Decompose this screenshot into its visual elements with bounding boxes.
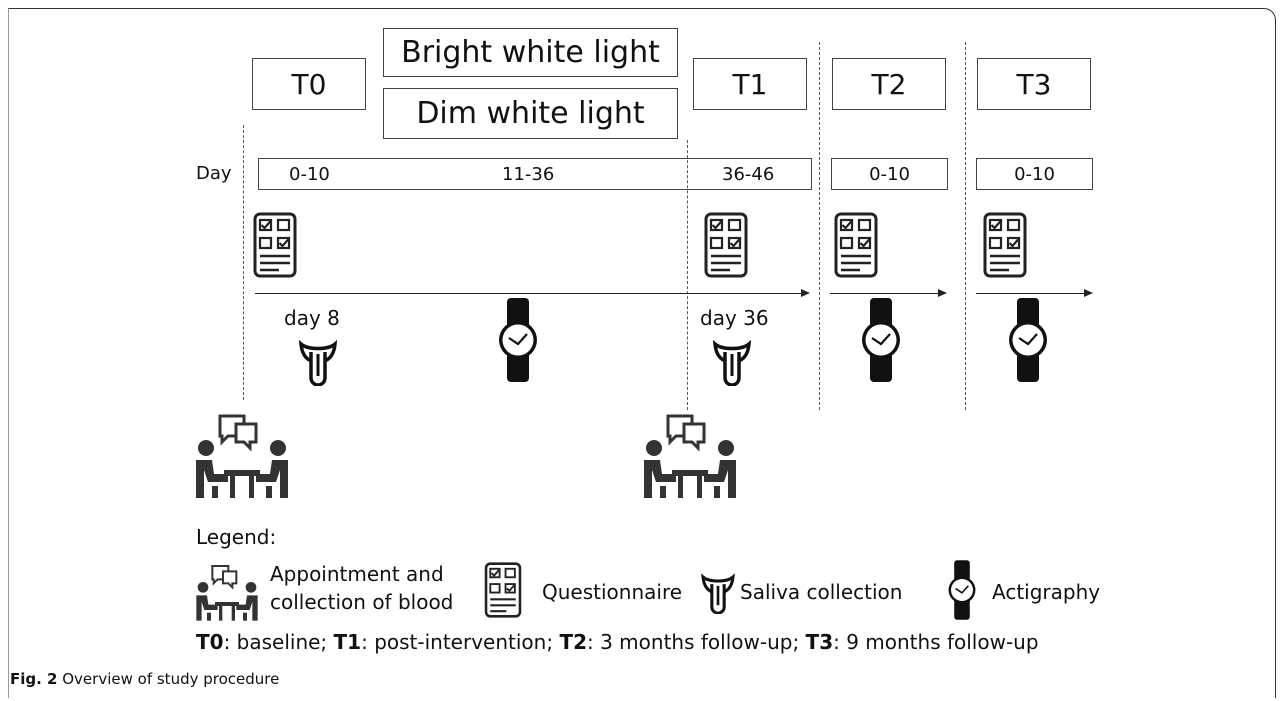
meeting-icon [640, 410, 740, 500]
t2-separator [819, 42, 820, 410]
day-range-t2-box: 0-10 [831, 158, 948, 190]
questionnaire-icon [834, 212, 878, 278]
legend-t1-text: : post-intervention; [361, 630, 560, 654]
phase-t0-box: T0 [252, 58, 366, 110]
bright-light-label: Bright white light [401, 35, 660, 70]
saliva-tube-icon [712, 336, 752, 386]
figure-caption: Fig. 2 Overview of study procedure [10, 670, 279, 688]
timeline-arrow-t2 [830, 293, 940, 294]
day-range-11-36: 11-36 [502, 163, 555, 185]
legend-title: Legend: [196, 525, 277, 549]
legend-appointment-line1: Appointment and [270, 562, 444, 586]
meeting-icon [192, 562, 262, 622]
caption-label: Fig. 2 [10, 670, 58, 688]
phase-t0-label: T0 [291, 67, 327, 101]
day-range-main-box: 0-10 11-36 36-46 [258, 158, 812, 190]
day-range-36-46: 36-46 [722, 163, 775, 185]
questionnaire-icon [484, 562, 522, 618]
legend-appointment-text: Appointment and collection of blood [270, 560, 453, 616]
saliva-day-36-label: day 36 [700, 306, 769, 330]
legend-t0-text: : baseline; [223, 630, 334, 654]
saliva-tube-icon [298, 336, 338, 386]
watch-icon [945, 560, 979, 620]
legend-t3-key: T3 [805, 630, 834, 654]
dim-light-box: Dim white light [383, 88, 678, 139]
figure-frame [8, 8, 1276, 698]
phase-t1-box: T1 [693, 58, 807, 110]
questionnaire-icon [253, 212, 297, 278]
phase-t3-box: T3 [977, 58, 1091, 110]
saliva-tube-icon [700, 570, 736, 614]
t1-separator [687, 140, 688, 410]
legend-t2-key: T2 [559, 630, 587, 654]
watch-icon [1004, 298, 1052, 382]
phase-t2-label: T2 [871, 67, 907, 101]
bright-light-box: Bright white light [383, 28, 678, 77]
day-range-t3-box: 0-10 [976, 158, 1093, 190]
watch-icon [494, 298, 542, 382]
legend-actigraphy: Actigraphy [992, 580, 1101, 604]
day-range-t3: 0-10 [1014, 163, 1055, 185]
legend-footer: T0: baseline; T1: post-intervention; T2:… [196, 630, 1039, 654]
arrowhead [1084, 289, 1093, 297]
timeline-arrow-t3 [976, 293, 1086, 294]
legend-t3-text: : 9 months follow-up [833, 630, 1039, 654]
legend-questionnaire: Questionnaire [542, 580, 683, 604]
phase-t2-box: T2 [832, 58, 946, 110]
phase-t1-label: T1 [732, 67, 768, 101]
caption-text: Overview of study procedure [57, 670, 280, 688]
legend-t2-text: : 3 months follow-up; [587, 630, 806, 654]
saliva-day-8-label: day 8 [284, 306, 340, 330]
day-range-t2: 0-10 [869, 163, 910, 185]
questionnaire-icon [983, 212, 1027, 278]
legend-t1-key: T1 [333, 630, 362, 654]
timeline-arrow-main [255, 293, 803, 294]
day-label: Day [196, 163, 232, 184]
t3-separator [965, 42, 966, 410]
legend-saliva: Saliva collection [740, 580, 903, 604]
phase-t3-label: T3 [1016, 67, 1052, 101]
meeting-icon [192, 410, 292, 500]
day-range-0-10: 0-10 [289, 163, 330, 185]
watch-icon [857, 298, 905, 382]
dim-light-label: Dim white light [416, 96, 645, 131]
arrowhead [938, 289, 947, 297]
legend-appointment-line2: collection of blood [270, 590, 454, 614]
arrowhead [801, 289, 810, 297]
legend-t0-key: T0 [196, 630, 224, 654]
t0-separator [243, 125, 244, 400]
questionnaire-icon [704, 212, 748, 278]
